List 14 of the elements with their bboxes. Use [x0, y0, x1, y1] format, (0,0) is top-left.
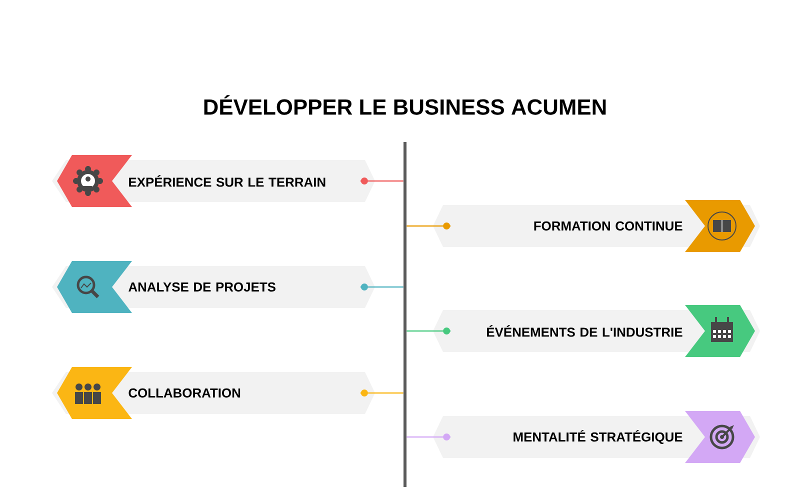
topic-banner: EXPÉRIENCE SUR LE TERRAIN	[52, 155, 375, 207]
connector	[360, 284, 404, 290]
topic-banner: COLLABORATION	[52, 367, 375, 419]
connector	[360, 390, 404, 396]
topic-banner: FORMATION CONTINUE	[433, 200, 760, 252]
timeline-bar	[404, 142, 406, 487]
connector	[406, 328, 451, 334]
topic-banner: MENTALITÉ STRATÉGIQUE	[433, 411, 760, 463]
connector	[360, 178, 404, 184]
topic-banner: ANALYSE DE PROJETS	[52, 261, 375, 313]
topic-banner: ÉVÉNEMENTS DE L'INDUSTRIE	[433, 305, 760, 357]
connector	[406, 434, 451, 440]
connector	[406, 222, 451, 230]
title: DÉVELOPPER LE BUSINESS ACUMEN	[204, 95, 606, 115]
